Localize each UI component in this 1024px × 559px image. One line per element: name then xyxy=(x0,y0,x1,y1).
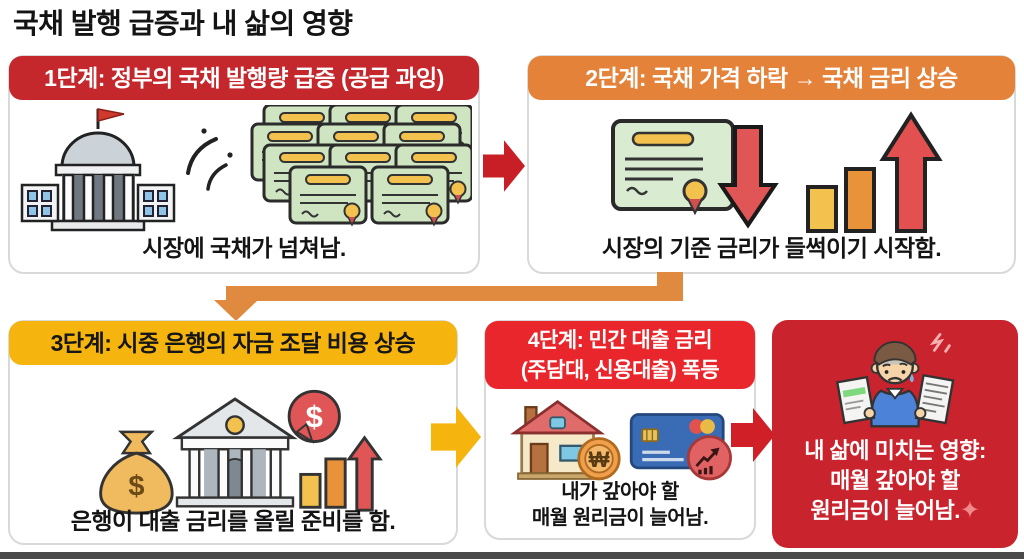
svg-text:₩: ₩ xyxy=(589,447,610,472)
svg-text:$: $ xyxy=(128,471,144,503)
house-won-coin-icon: ₩ xyxy=(510,399,621,481)
government-building-icon xyxy=(20,108,176,232)
arrow-step1-to-step2-icon xyxy=(483,140,525,192)
stage3-header: 3단계: 시중 은행의 자금 조달 비용 상승 xyxy=(9,321,457,365)
stage4-box: 4단계: 민간 대출 금리 (주담대, 신용대출) 폭등 ₩ xyxy=(484,320,756,540)
price-down-arrow-icon xyxy=(717,125,779,229)
stage1-header: 1단계: 정부의 국채 발행량 급증 (공급 과잉) xyxy=(9,56,479,100)
dollar-bubble-icon: $ xyxy=(287,389,341,444)
rate-up-arrow-icon xyxy=(879,111,943,233)
page-title: 국채 발행 급증과 내 삶의 영향 xyxy=(13,8,353,39)
result-line1: 내 삶에 미치는 영향: xyxy=(804,438,986,463)
stage2-box: 2단계: 국채 가격 하락 → 국채 금리 상승 xyxy=(527,55,1016,274)
bottom-edge-bar xyxy=(0,552,1024,559)
svg-text:$: $ xyxy=(306,399,323,434)
connector-step2-to-step3-icon xyxy=(214,272,683,321)
motion-lines-icon xyxy=(186,128,233,191)
bank-building-icon xyxy=(172,397,298,508)
stage4-caption-line1: 내가 갚아야 할 xyxy=(561,481,679,503)
bond-price-down-rate-up-illustration xyxy=(611,111,943,233)
credit-card-trend-icon xyxy=(629,413,732,481)
result-line3: 원리금이 늘어남.✦ xyxy=(810,497,980,524)
bond-stack-icon xyxy=(250,105,472,227)
stage2-header: 2단계: 국채 가격 하락 → 국채 금리 상승 xyxy=(528,56,1015,100)
bond-certificate-icon xyxy=(611,119,735,216)
stage1-box: 1단계: 정부의 국채 발행량 급증 (공급 과잉) xyxy=(8,55,480,274)
stage4-header-line1: 4단계: 민간 대출 금리 xyxy=(527,329,713,352)
interest-bars-icon xyxy=(806,167,876,233)
sparkle-icon: ✦ xyxy=(959,497,980,524)
stage4-caption: 내가 갚아야 할 매월 원리금이 늘어남. xyxy=(486,479,754,531)
stage3-box: 3단계: 시중 은행의 자금 조달 비용 상승 $ xyxy=(8,320,458,545)
arrow-step4-to-result-icon xyxy=(731,408,775,462)
stage4-caption-line2: 매월 원리금이 늘어남. xyxy=(531,507,709,529)
worried-person-icon xyxy=(835,333,955,428)
stage2-caption: 시장의 기준 금리가 들썩이기 시작함. xyxy=(601,235,942,261)
stage4-header: 4단계: 민간 대출 금리 (주담대, 신용대출) 폭등 xyxy=(485,321,755,389)
bank-funding-cost-illustration: $ $ xyxy=(99,389,383,515)
result-line2: 매월 갚아야 할 xyxy=(830,468,960,493)
money-bag-icon: $ xyxy=(99,430,174,515)
government-building-and-bond-stack-illustration xyxy=(20,105,472,232)
stage4-header-line2: (주담대, 신용대출) 폭등 xyxy=(520,359,720,382)
private-loan-illustration: ₩ xyxy=(510,399,732,481)
stage1-caption: 시장에 국채가 넘쳐남. xyxy=(142,235,346,261)
result-text: 내 삶에 미치는 영향: 매월 갚아야 할 원리금이 늘어남.✦ xyxy=(772,436,1018,526)
result-box: 내 삶에 미치는 영향: 매월 갚아야 할 원리금이 늘어남.✦ xyxy=(772,320,1018,548)
stage3-caption: 은행이 대출 금리를 올릴 준비를 함. xyxy=(70,508,396,534)
funding-cost-bars-icon xyxy=(299,435,383,512)
arrow-step3-to-step4-icon xyxy=(430,406,482,468)
